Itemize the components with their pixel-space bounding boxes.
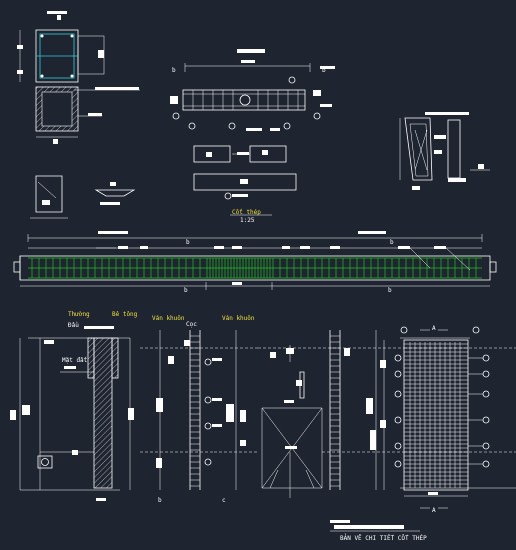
pile-elevation-detail[interactable]: Thường Đầu Bê tông Mặt đất — [10, 311, 138, 501]
beam-plan-detail[interactable]: b b — [170, 49, 335, 200]
label-dau: Đầu — [68, 322, 79, 329]
column-section-detail[interactable] — [17, 11, 140, 144]
column-tag-3: Ván khuôn — [222, 315, 255, 322]
cage-section-mark-top: A — [432, 325, 436, 332]
section-title-bar — [47, 11, 67, 14]
cage-outline — [403, 339, 469, 491]
column-ladder-rebar — [190, 335, 200, 487]
cage-callouts — [394, 354, 490, 468]
column-mark-b: b — [158, 497, 162, 504]
main-beam-elevation[interactable]: Cốt thép 1:25 b b — [13, 209, 497, 294]
beam-outline — [182, 89, 306, 111]
cage-rebar-grid — [404, 342, 468, 488]
pile-head-detail[interactable] — [399, 112, 490, 190]
column-tag-1: Ván khuôn — [152, 315, 185, 322]
elev-top-mark-2: b — [390, 239, 394, 246]
pile-shaft-hatched — [93, 337, 113, 489]
elev-top-mark-1: b — [186, 239, 190, 246]
elev-bottom-mark-2: b — [388, 287, 392, 294]
beam-plan-mark-left: b — [172, 67, 176, 74]
cage-section-mark-bottom: A — [432, 507, 436, 514]
label-betong: Bê tông — [112, 311, 138, 318]
beam-plan-mark-right: b — [322, 67, 326, 74]
elev-bottom-mark-1: b — [184, 287, 188, 294]
title-block-text: BẢN VẼ CHI TIẾT CỐT THÉP — [340, 534, 427, 542]
label-thuong: Thường — [68, 311, 90, 318]
pile-cap-ladder — [330, 335, 340, 487]
elevation-title: Cốt thép — [232, 209, 261, 216]
title-block[interactable]: BẢN VẼ CHI TIẾT CỐT THÉP — [330, 520, 427, 542]
rebar-column-details[interactable]: Ván khuôn Cọc Ván khuôn c b — [152, 315, 258, 504]
column-mark-c: c — [222, 497, 226, 504]
ground-note: Mặt đất — [62, 357, 88, 364]
rebar-cage-elevation[interactable]: A A — [140, 325, 516, 514]
column-tag-2: Cọc — [186, 321, 197, 328]
beam-stirrups — [31, 258, 477, 278]
small-sketches[interactable] — [30, 175, 136, 219]
elevation-scale: 1:25 — [240, 217, 255, 224]
